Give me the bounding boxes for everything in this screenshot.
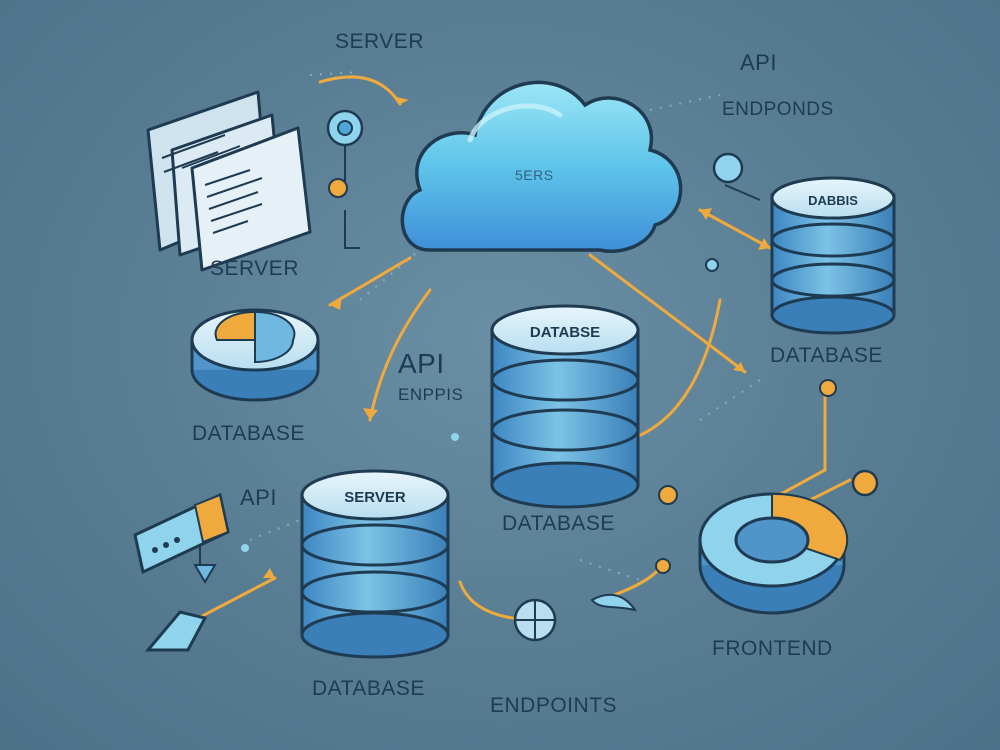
label-api-bottom-left: API xyxy=(240,485,277,510)
arrow-api-down xyxy=(368,288,432,422)
circle-nodes xyxy=(241,109,879,642)
arrow-right-db xyxy=(698,208,772,250)
dotted-connectors xyxy=(249,71,761,581)
label-server-left: SERVER xyxy=(210,257,299,280)
label-database-center: DATABASE xyxy=(502,512,615,535)
api-card xyxy=(133,492,230,584)
label-endpoints-top: ENDPONDS xyxy=(722,99,834,120)
server-cylinder-bottom: SERVER xyxy=(300,469,450,659)
pie-slice-orange xyxy=(214,310,256,341)
arrow-center-right xyxy=(588,253,747,374)
node-right-small xyxy=(705,258,719,272)
label-api-middle: API xyxy=(398,348,445,379)
frontend-donut xyxy=(698,492,849,615)
node-dot-b xyxy=(241,544,249,552)
pen-cursor-icon xyxy=(144,610,208,652)
cloud-label: 5ERS xyxy=(515,167,554,183)
pie-slice-blue xyxy=(254,310,296,364)
node-left-mid xyxy=(328,178,348,198)
orange-flow-arrows xyxy=(183,75,852,627)
down-arrow-icon xyxy=(193,564,217,584)
label-database-right: DATABASE xyxy=(770,344,883,367)
server-bottom-label: SERVER xyxy=(344,489,406,506)
cloud-icon: 5ERS xyxy=(400,80,683,253)
node-right-top xyxy=(712,152,744,184)
node-frontend-top xyxy=(851,469,879,497)
label-api-top: API xyxy=(740,50,777,75)
label-database-bottom: DATABASE xyxy=(312,677,425,700)
pie-disk-left xyxy=(190,308,320,402)
label-server-top: SERVER xyxy=(335,30,424,53)
label-endpoints-bottom: ENDPOINTS xyxy=(490,694,617,717)
arrow-server-db xyxy=(328,256,412,307)
database-center-label: DATABSE xyxy=(530,324,600,341)
node-bottom-orange xyxy=(655,558,671,574)
database-cylinder-center: DATABSE xyxy=(490,304,640,509)
documents-stack xyxy=(146,90,312,272)
database-right-label: DABBIS xyxy=(808,193,858,208)
diagram-labels: SERVER API ENDPONDS SERVER DATABASE API … xyxy=(192,30,883,717)
arrow-right-down xyxy=(768,388,827,502)
database-cylinder-right: DABBIS xyxy=(770,176,896,335)
pointer-shape xyxy=(590,593,638,612)
label-database-left: DATABASE xyxy=(192,422,305,445)
node-dot-a xyxy=(451,433,459,441)
label-frontend: FRONTEND xyxy=(712,637,833,660)
label-endpis-middle: ENPPIS xyxy=(398,385,463,404)
arrow-top-left xyxy=(318,75,402,106)
node-right-orange xyxy=(819,379,837,397)
node-center-orange xyxy=(658,485,678,505)
